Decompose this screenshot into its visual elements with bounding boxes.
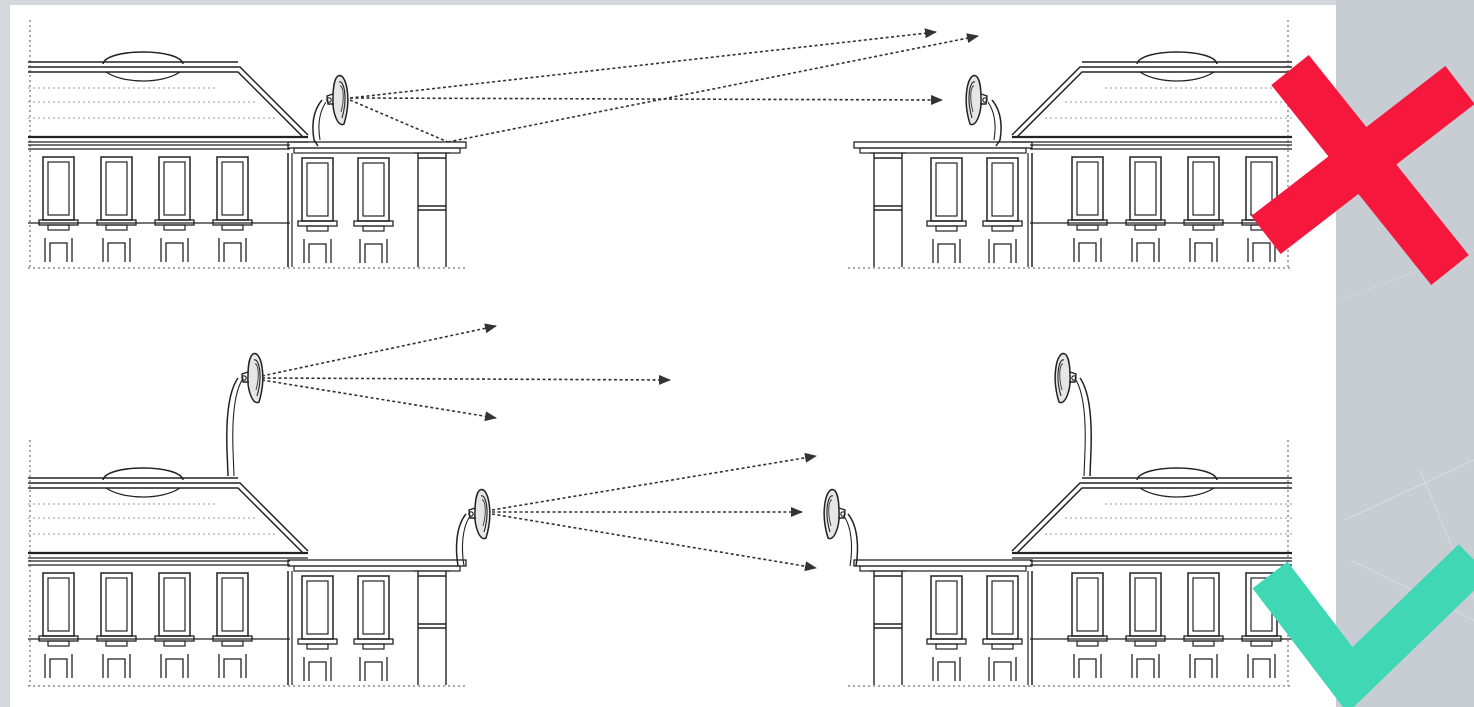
signal-arrow — [261, 374, 671, 385]
signal-arrow — [491, 452, 817, 511]
signal-arrow — [349, 28, 937, 99]
cross-mark-icon — [1251, 55, 1474, 285]
dish-antenna-icon — [823, 488, 859, 567]
building-icon — [854, 50, 1294, 267]
scene-obstructed-link — [26, 20, 1294, 269]
building-icon — [854, 466, 1294, 685]
signal-arrow — [447, 33, 979, 143]
signal-beam — [261, 323, 671, 422]
left-edge — [0, 0, 10, 707]
signal-arrow — [349, 99, 449, 143]
dish-antenna-icon — [226, 352, 264, 477]
dish-antenna-icon — [1054, 352, 1092, 477]
signal-arrow — [261, 323, 497, 377]
signal-arrow — [349, 94, 943, 105]
signal-arrow — [491, 513, 817, 572]
top-edge — [0, 0, 1336, 5]
dish-antenna-icon — [455, 488, 491, 567]
scene-clear-line-of-sight-link — [26, 323, 1294, 687]
signal-beam — [349, 28, 979, 143]
building-icon — [26, 466, 466, 685]
dish-antenna-icon — [965, 74, 1002, 147]
dish-antenna-icon — [312, 74, 349, 147]
building-icon — [26, 50, 466, 267]
check-mark-icon — [1252, 544, 1474, 707]
signal-beam — [491, 452, 817, 572]
signal-arrow — [261, 379, 497, 422]
